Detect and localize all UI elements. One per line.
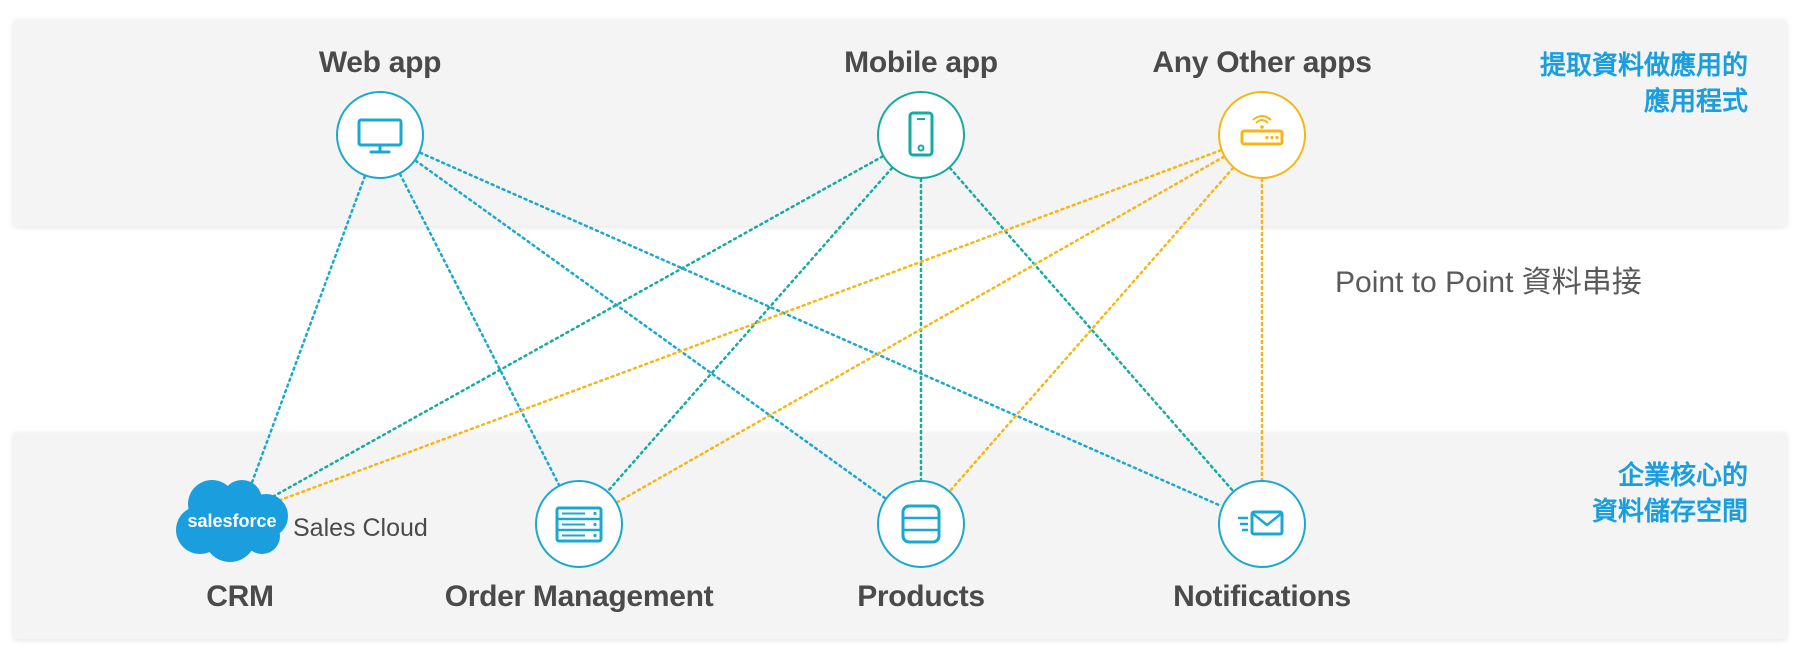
core-band-title-line2: 資料儲存空間	[1591, 496, 1748, 526]
connection-web-app-to-crm	[249, 175, 367, 489]
core-band-title-line1: 企業核心的	[1617, 460, 1748, 490]
smartphone-icon	[908, 111, 934, 157]
core-band-title: 企業核心的 資料儲存空間	[1592, 457, 1748, 529]
sales-cloud-label: Sales Cloud	[293, 514, 428, 542]
other-apps-node[interactable]	[1218, 91, 1306, 179]
monitor-icon	[357, 118, 403, 154]
salesforce-cloud-icon: salesforce	[176, 480, 288, 562]
connection-web-app-to-products	[414, 159, 887, 500]
connection-any-other-apps-to-crm	[266, 149, 1223, 506]
web-app-label: Web app	[318, 46, 442, 79]
server-icon	[555, 506, 603, 543]
connection-mobile-app-to-notifications	[948, 166, 1235, 493]
mobile-app-node[interactable]	[877, 91, 965, 179]
order-management-label: Order Management	[444, 580, 714, 613]
connection-mobile-app-to-crm	[264, 155, 884, 502]
crm-label: CRM	[206, 580, 274, 613]
apps-band-title-line2: 應用程式	[1643, 86, 1748, 116]
salesforce-logo-text: salesforce	[187, 511, 276, 531]
web-app-node[interactable]	[336, 91, 424, 179]
notifications-node[interactable]	[1218, 480, 1306, 568]
router-icon	[1240, 115, 1284, 146]
other-apps-label: Any Other apps	[1152, 46, 1372, 79]
products-node[interactable]	[877, 480, 965, 568]
connection-any-other-apps-to-products	[948, 166, 1235, 493]
notifications-label: Notifications	[1173, 580, 1351, 613]
mobile-app-label: Mobile app	[844, 46, 998, 79]
apps-band-title-line1: 提取資料做應用的	[1539, 50, 1748, 80]
database-icon	[901, 504, 941, 544]
connection-mobile-app-to-order-management	[606, 166, 894, 493]
point-to-point-caption: Point to Point 資料串接	[1335, 266, 1642, 299]
mail-icon	[1238, 510, 1284, 536]
connection-any-other-apps-to-order-management	[615, 155, 1226, 504]
apps-band-title: 提取資料做應用的 應用程式	[1540, 47, 1748, 119]
connection-web-app-to-notifications	[419, 151, 1223, 508]
products-label: Products	[857, 580, 985, 613]
order-management-node[interactable]	[535, 480, 623, 568]
connection-web-app-to-order-management	[398, 172, 561, 487]
